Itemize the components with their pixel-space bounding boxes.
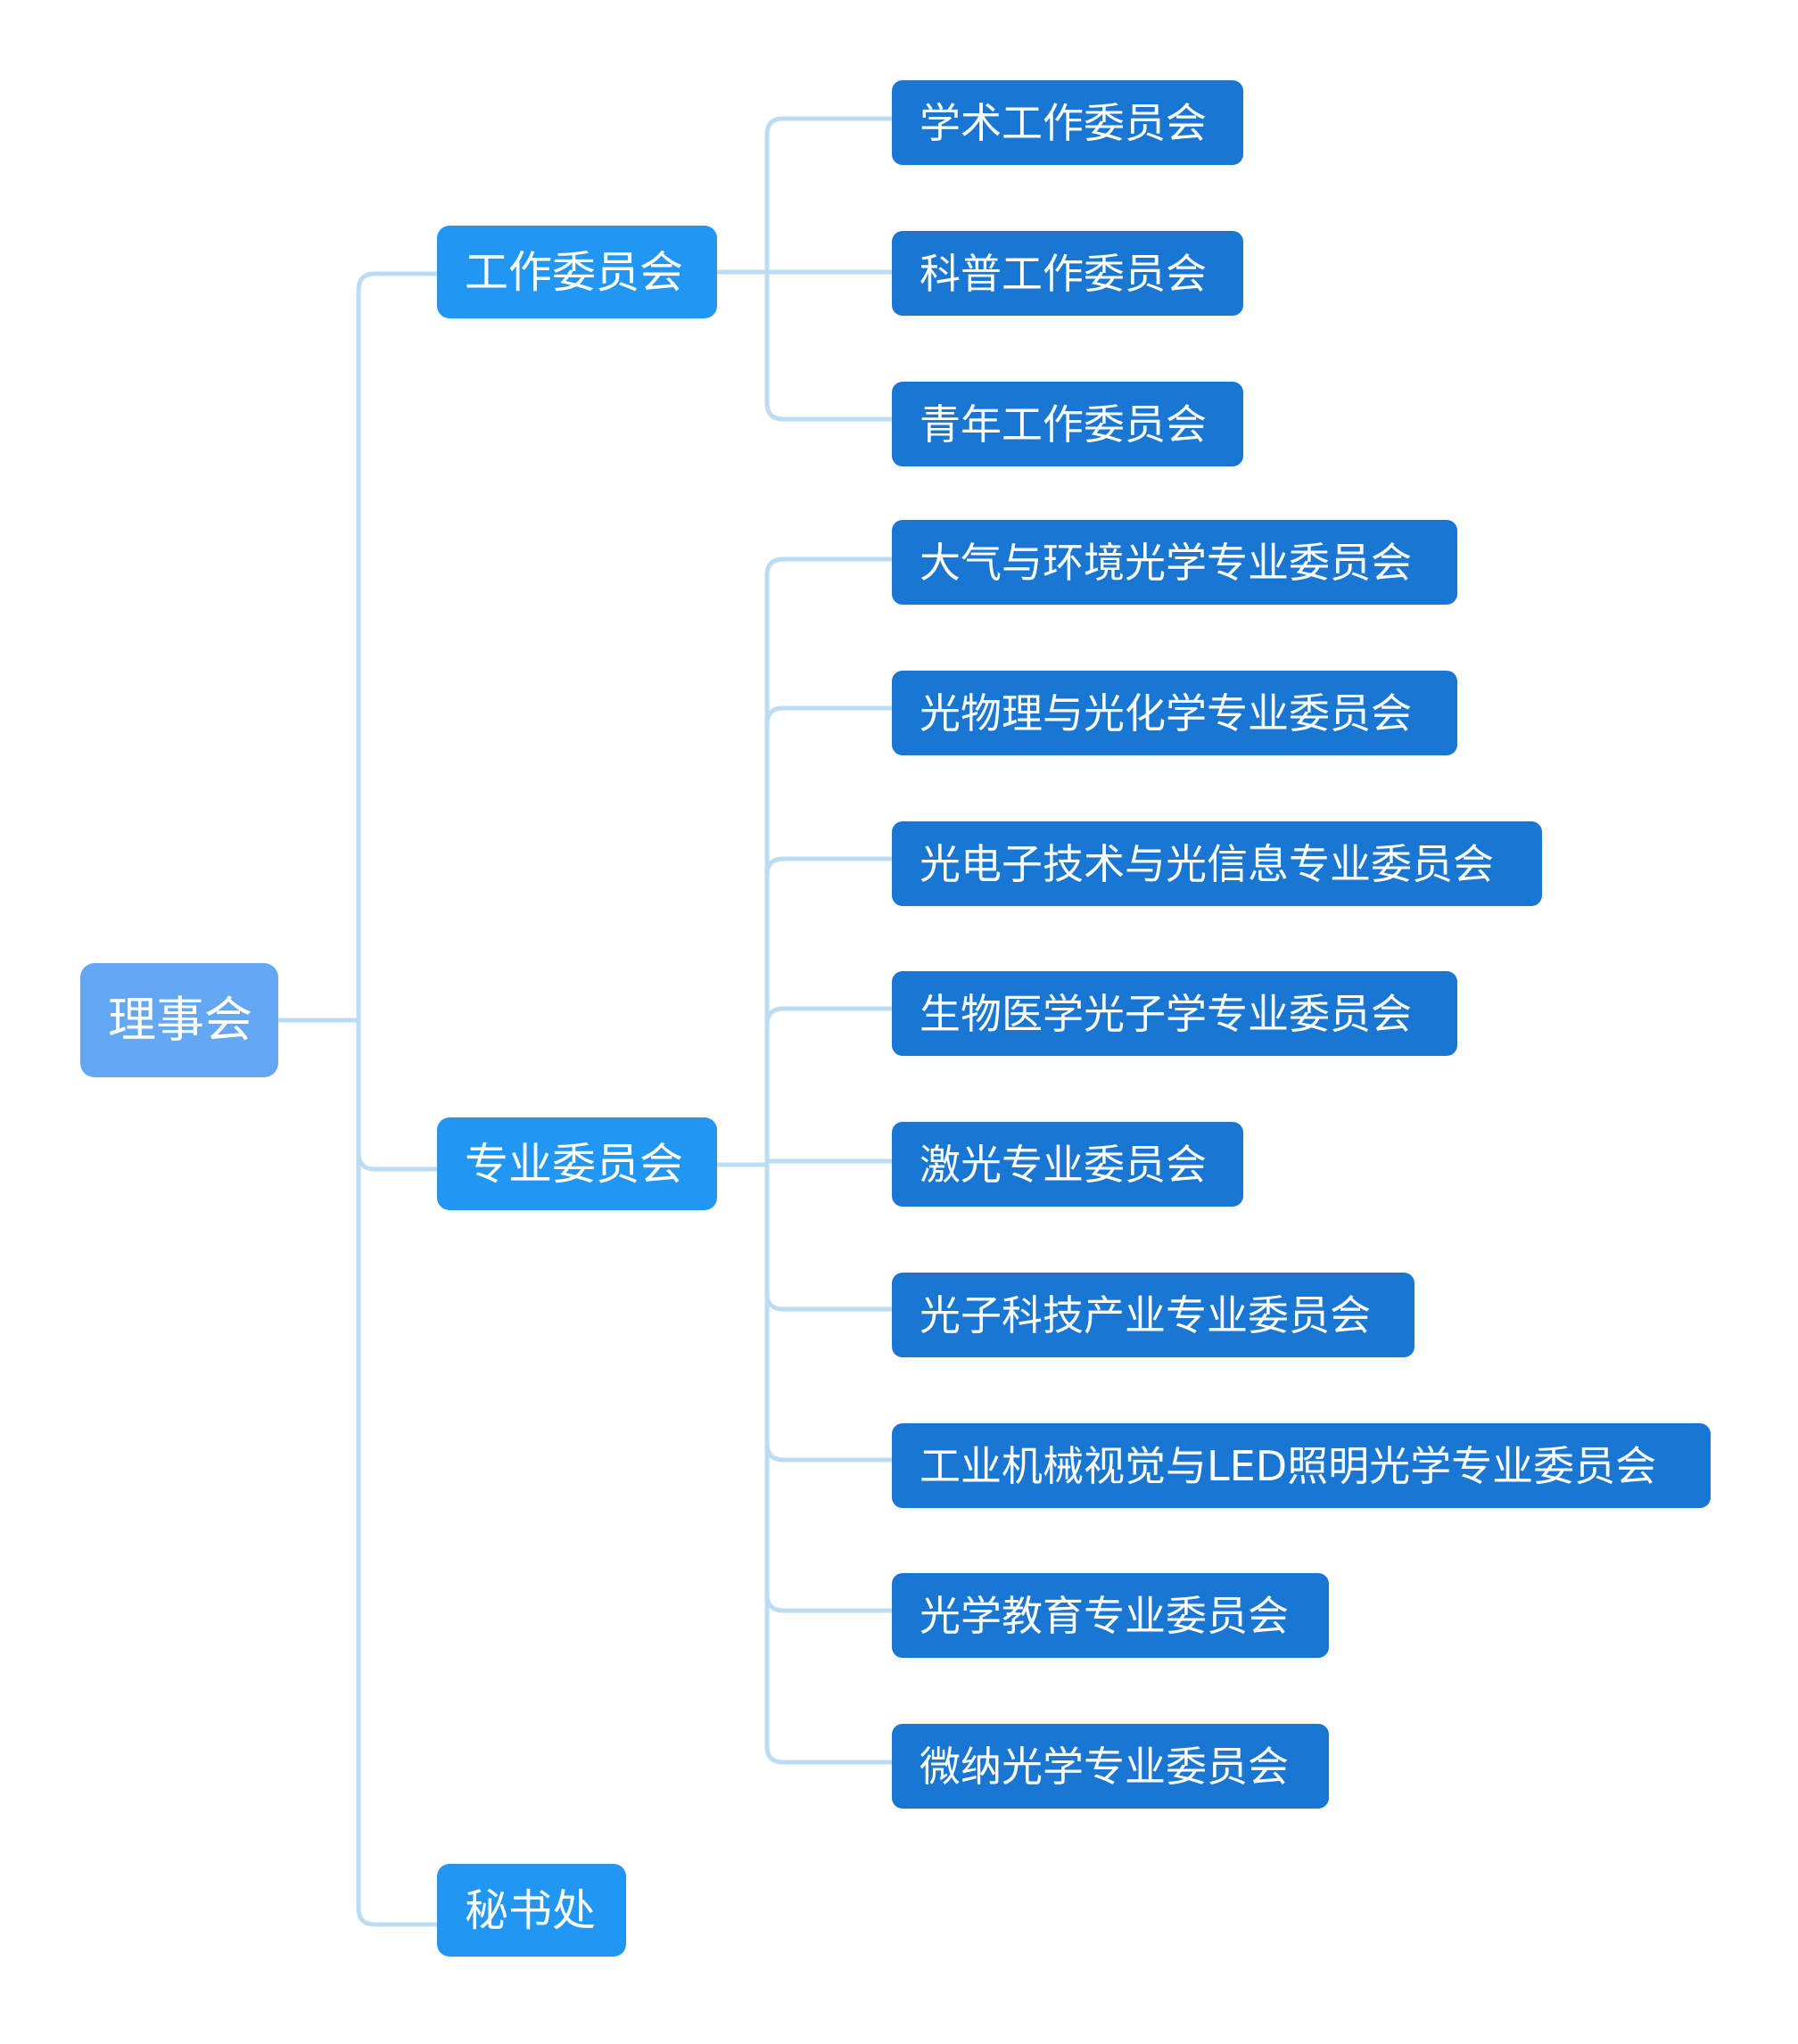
- connector-special-child-2: [764, 705, 895, 727]
- connector-special-child-9: [764, 1743, 895, 1765]
- node-secretariat[interactable]: 秘书处: [437, 1864, 626, 1957]
- node-machine-vision-led-lighting-committee[interactable]: 工业机械视觉与LED照明光学专业委员会: [892, 1423, 1711, 1508]
- connector-special-child-3: [764, 856, 895, 878]
- connector-root-branch-secretariat: [356, 1018, 440, 1927]
- node-optics-education-committee[interactable]: 光学教育专业委员会: [892, 1573, 1329, 1658]
- node-board-of-directors[interactable]: 理事会: [80, 963, 278, 1077]
- node-label: 光学教育专业委员会: [920, 1591, 1289, 1640]
- node-label: 光子科技产业专业委员会: [920, 1290, 1371, 1339]
- node-label: 秘书处: [465, 1884, 597, 1936]
- node-label: 光电子技术与光信息专业委员会: [920, 839, 1494, 888]
- node-photonics-industry-committee[interactable]: 光子科技产业专业委员会: [892, 1273, 1414, 1357]
- connector-special-child-1: [764, 556, 895, 578]
- node-label: 青年工作委员会: [920, 400, 1207, 449]
- node-specialized-committees[interactable]: 专业委员会: [437, 1117, 717, 1210]
- node-label: 工作委员会: [465, 246, 684, 298]
- connector-root-branch-work: [356, 271, 440, 1023]
- node-label: 工业机械视觉与LED照明光学专业委员会: [920, 1441, 1657, 1490]
- connector-work-child-1: [764, 116, 895, 275]
- node-optoelectronics-optical-information-committee[interactable]: 光电子技术与光信息专业委员会: [892, 821, 1542, 906]
- node-label: 微纳光学专业委员会: [920, 1742, 1289, 1791]
- node-label: 光物理与光化学专业委员会: [920, 688, 1412, 738]
- node-label: 生物医学光子学专业委员会: [920, 989, 1412, 1038]
- node-photophysics-photochemistry-committee[interactable]: 光物理与光化学专业委员会: [892, 671, 1457, 755]
- node-atmospheric-environmental-optics-committee[interactable]: 大气与环境光学专业委员会: [892, 520, 1457, 605]
- connector-root-branch-special: [356, 1018, 440, 1172]
- connector-special-child-7: [764, 1441, 895, 1463]
- node-label: 理事会: [108, 992, 252, 1048]
- node-academic-work-committee[interactable]: 学术工作委员会: [892, 80, 1243, 165]
- node-label: 激光专业委员会: [920, 1140, 1207, 1189]
- connector-special-child-6: [764, 1290, 895, 1312]
- node-micro-nano-optics-committee[interactable]: 微纳光学专业委员会: [892, 1724, 1329, 1809]
- node-laser-committee[interactable]: 激光专业委员会: [892, 1122, 1243, 1207]
- connector-special-child-8: [764, 1592, 895, 1613]
- node-youth-work-committee[interactable]: 青年工作委员会: [892, 382, 1243, 466]
- connector-work-child-3: [764, 269, 895, 422]
- node-label: 学术工作委员会: [920, 98, 1207, 147]
- node-label: 大气与环境光学专业委员会: [920, 538, 1412, 587]
- node-science-popularization-committee[interactable]: 科普工作委员会: [892, 231, 1243, 316]
- node-work-committees[interactable]: 工作委员会: [437, 226, 717, 318]
- node-biomedical-photonics-committee[interactable]: 生物医学光子学专业委员会: [892, 971, 1457, 1056]
- connector-special-child-4: [764, 1006, 895, 1027]
- node-label: 专业委员会: [465, 1138, 684, 1190]
- node-label: 科普工作委员会: [920, 249, 1207, 298]
